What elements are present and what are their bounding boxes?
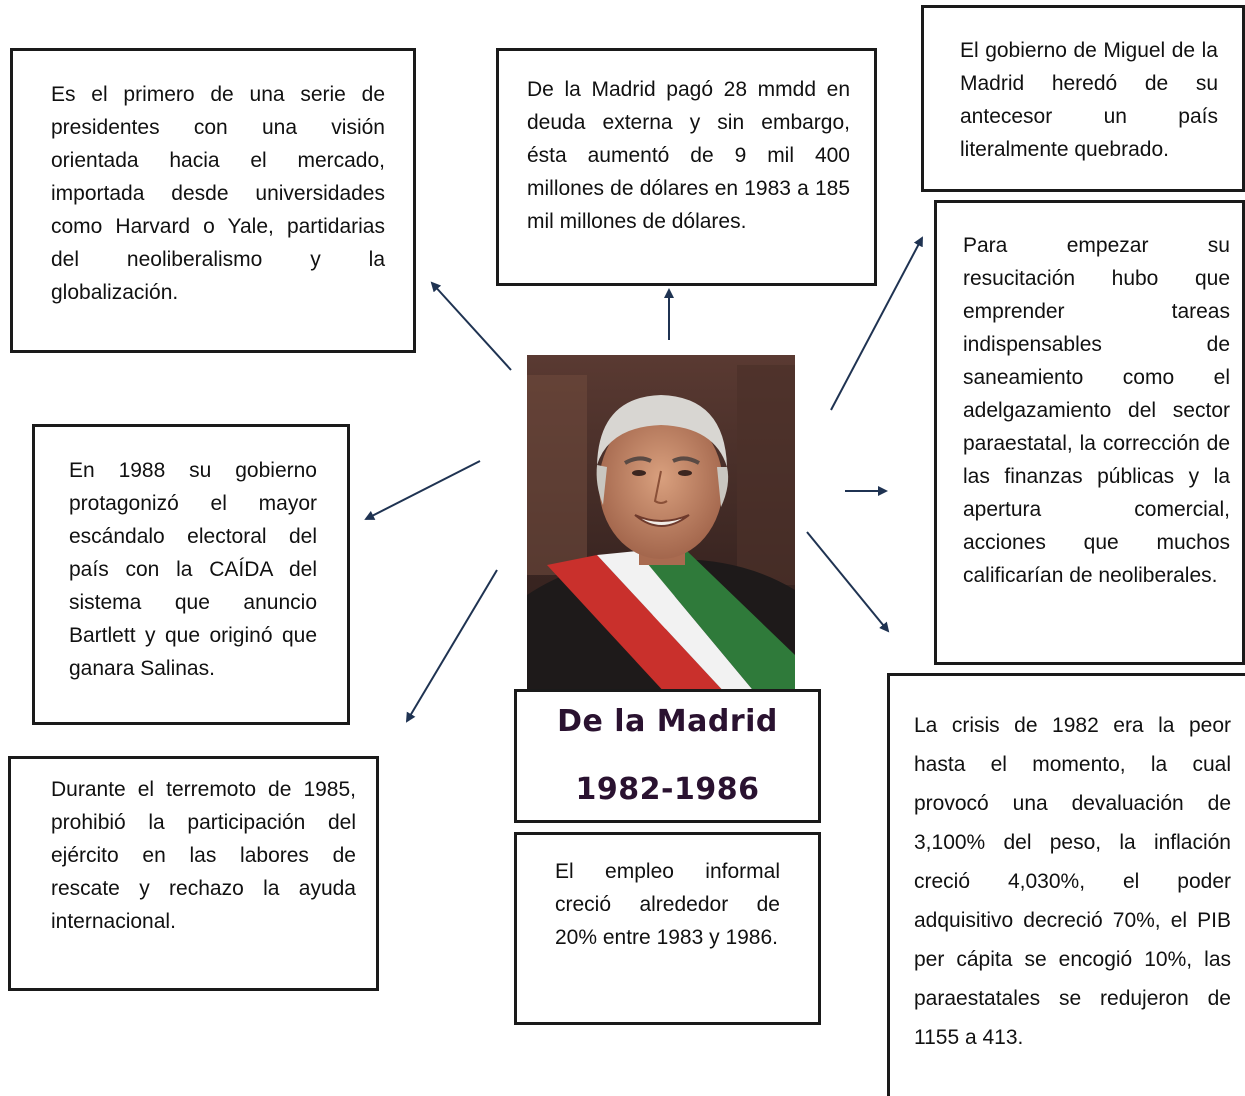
info-box-middle-left: En 1988 su gobierno protagonizó el mayor…: [32, 424, 350, 725]
info-box-top-left: Es el primero de una serie de presidente…: [10, 48, 416, 353]
info-text-market-vision: Es el primero de una serie de presidente…: [51, 83, 385, 304]
portrait-photo: [527, 355, 795, 695]
info-box-bottom-center: El empleo informal creció alrededor de 2…: [514, 832, 821, 1025]
info-box-bottom-right: La crisis de 1982 era la peor hasta el m…: [887, 673, 1245, 1096]
info-text-electoral-scandal: En 1988 su gobierno protagonizó el mayor…: [69, 459, 317, 680]
president-name: De la Madrid: [557, 704, 778, 739]
info-text-inherited-country: El gobierno de Miguel de la Madrid hered…: [960, 39, 1218, 161]
info-box-top-center: De la Madrid pagó 28 mmdd en deuda exter…: [496, 48, 877, 286]
arrow-to-bottom-right: [806, 531, 890, 633]
arrow-to-middle-left: [364, 460, 481, 520]
term-years: 1982-1986: [575, 772, 760, 807]
info-text-crisis-1982: La crisis de 1982 era la peor hasta el m…: [914, 714, 1231, 1049]
info-text-earthquake: Durante el terremoto de 1985, prohibió l…: [51, 778, 356, 933]
info-box-right: Para empezar su resucitación hubo que em…: [934, 200, 1245, 665]
info-box-top-right: El gobierno de Miguel de la Madrid hered…: [921, 5, 1245, 192]
title-box: De la Madrid 1982-1986: [514, 689, 821, 823]
info-text-resuscitation-tasks: Para empezar su resucitación hubo que em…: [963, 234, 1230, 587]
info-box-bottom-left: Durante el terremoto de 1985, prohibió l…: [8, 756, 379, 991]
arrow-to-top-left: [430, 281, 512, 371]
info-text-external-debt: De la Madrid pagó 28 mmdd en deuda exter…: [527, 78, 850, 233]
arrow-to-bottom-left: [405, 569, 498, 723]
info-text-informal-employment: El empleo informal creció alrededor de 2…: [555, 860, 780, 949]
